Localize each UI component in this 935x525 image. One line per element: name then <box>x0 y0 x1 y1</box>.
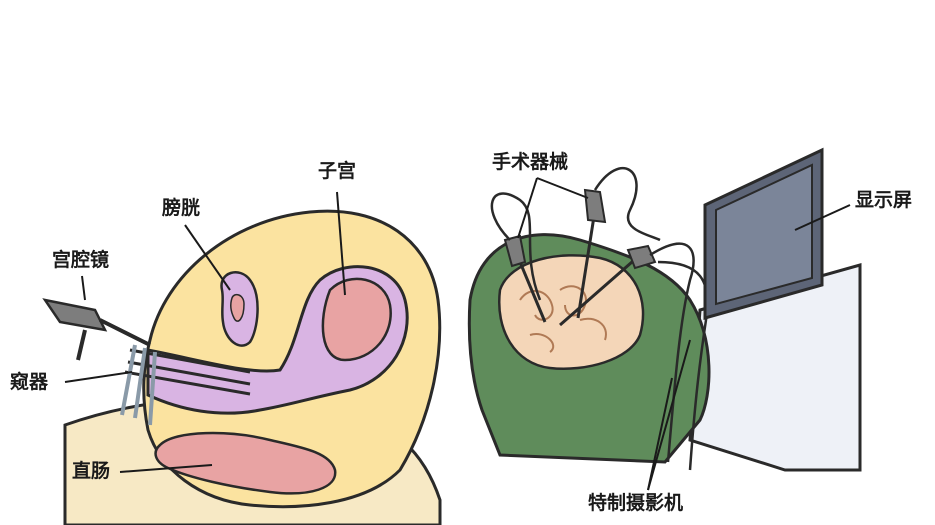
label-surgical-instruments: 手术器械 <box>492 151 569 173</box>
label-uterus: 子宫 <box>318 160 357 182</box>
pelvic-cross-section <box>42 191 442 525</box>
uterus-body <box>321 277 392 362</box>
label-special-camera: 特制摄影机 <box>588 492 684 514</box>
surgical-instrument-right <box>576 209 597 319</box>
label-rectum: 直肠 <box>72 460 111 482</box>
hysteroscope <box>42 298 151 361</box>
camera-scope <box>559 253 641 327</box>
speculum <box>124 348 251 396</box>
label-speculum: 窥器 <box>10 371 49 393</box>
monitor <box>703 147 824 320</box>
surgery-setup <box>467 147 862 491</box>
label-hysteroscope: 宫腔镜 <box>52 249 110 271</box>
label-monitor: 显示屏 <box>855 189 913 211</box>
label-bladder: 膀胱 <box>162 197 201 219</box>
